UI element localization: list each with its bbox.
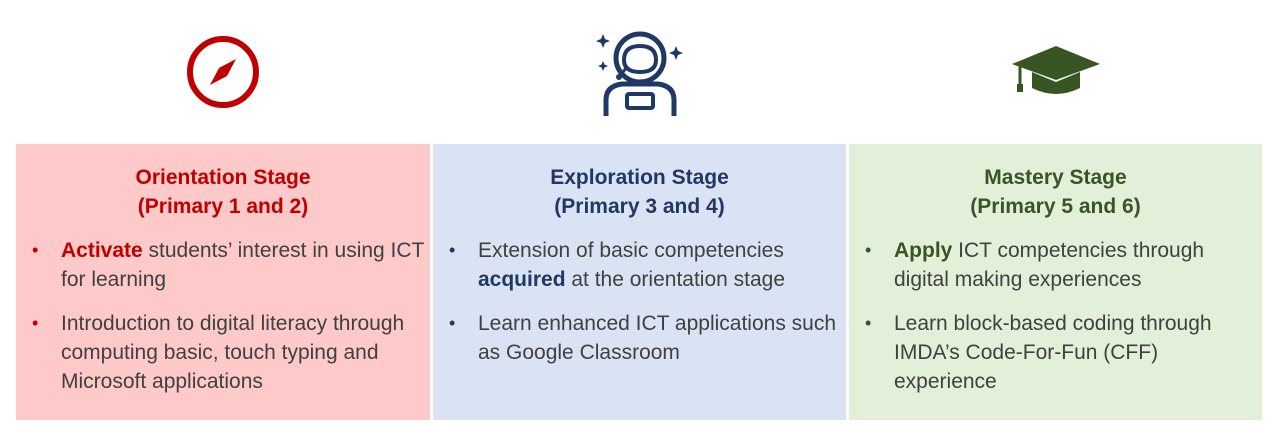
exploration-stage-panel: Exploration Stage (Primary 3 and 4) • Ex… (433, 144, 846, 420)
bullet-icon: • (449, 313, 456, 333)
stage-subtitle: (Primary 5 and 6) (970, 195, 1141, 218)
bullet-text: ICT competencies through digital making … (894, 239, 1205, 291)
bullet-list: • Activate students’ interest in using I… (16, 236, 430, 396)
graduation-cap-icon (849, 24, 1262, 120)
compass-icon (16, 24, 430, 120)
orientation-stage-panel: Orientation Stage (Primary 1 and 2) • Ac… (16, 144, 430, 420)
bullet-text: Learn block-based coding through IMDA’s … (894, 312, 1212, 393)
stage-title: Exploration Stage (Primary 3 and 4) (433, 163, 846, 221)
stage-title-text: Orientation Stage (135, 166, 311, 189)
bullet-icon: • (865, 240, 872, 260)
stage-title: Mastery Stage (Primary 5 and 6) (849, 163, 1262, 221)
list-item: • Learn block-based coding through IMDA’… (849, 309, 1262, 396)
list-item: • Extension of basic competencies acquir… (433, 236, 846, 294)
bullet-text-pre: Extension of basic competencies (478, 239, 784, 262)
bullet-icon: • (32, 240, 39, 260)
bullet-text: Introduction to digital literacy through… (61, 312, 405, 393)
bullet-text: Learn enhanced ICT applications such as … (478, 312, 837, 364)
bullet-bold: Apply (894, 239, 953, 262)
list-item: • Apply ICT competencies through digital… (849, 236, 1262, 294)
bullet-list: • Extension of basic competencies acquir… (433, 236, 846, 367)
bullet-icon: • (865, 313, 872, 333)
astronaut-icon (433, 24, 846, 120)
bullet-icon: • (449, 240, 456, 260)
bullet-bold: acquired (478, 268, 566, 291)
list-item: • Introduction to digital literacy throu… (16, 309, 430, 396)
bullet-text: at the orientation stage (565, 268, 786, 291)
bullet-text: students’ interest in using ICT for lear… (61, 239, 425, 291)
stage-subtitle: (Primary 1 and 2) (137, 195, 309, 218)
stage-title-text: Exploration Stage (550, 166, 729, 189)
mastery-stage-panel: Mastery Stage (Primary 5 and 6) • Apply … (849, 144, 1262, 420)
bullet-icon: • (32, 313, 39, 333)
list-item: • Activate students’ interest in using I… (16, 236, 430, 294)
list-item: • Learn enhanced ICT applications such a… (433, 309, 846, 367)
bullet-bold: Activate (61, 239, 143, 262)
stage-subtitle: (Primary 3 and 4) (554, 195, 725, 218)
stage-title: Orientation Stage (Primary 1 and 2) (16, 163, 430, 221)
stage-title-text: Mastery Stage (984, 166, 1127, 189)
bullet-list: • Apply ICT competencies through digital… (849, 236, 1262, 396)
